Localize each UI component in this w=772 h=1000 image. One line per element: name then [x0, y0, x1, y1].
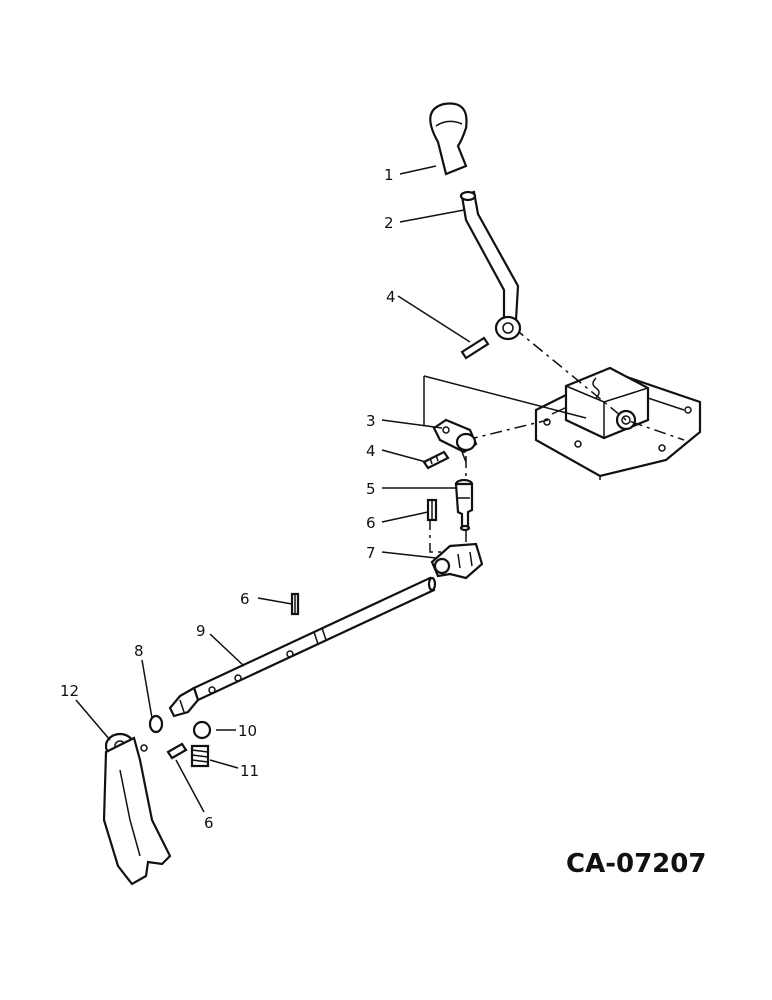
callout-11: 11 [240, 762, 259, 780]
callout-2: 2 [384, 214, 394, 232]
callout-10: 10 [238, 722, 257, 740]
detent-ball [192, 720, 212, 740]
callout-6-middle: 6 [366, 514, 376, 532]
callout-6-upper: 6 [240, 590, 250, 608]
callout-6-lower: 6 [204, 814, 214, 832]
yoke [430, 542, 484, 580]
mounting-surface [423, 375, 601, 480]
assembly-centerline-coupler [465, 419, 549, 441]
detent-spring [190, 744, 210, 768]
drawing-code: CA-07207 [566, 849, 706, 879]
callout-9: 9 [196, 622, 206, 640]
callout-4-lower: 4 [366, 442, 376, 460]
shift-rail [168, 576, 437, 718]
callout-8: 8 [134, 642, 144, 660]
callout-5: 5 [366, 480, 376, 498]
callout-1: 1 [384, 166, 394, 184]
shift-fork [102, 732, 172, 886]
shaft-pin [454, 478, 474, 532]
callout-4-upper: 4 [386, 288, 396, 306]
shifter-housing [534, 366, 702, 478]
callout-labels: 1 2 3 4 4 5 6 6 6 7 8 9 10 11 12 [60, 166, 396, 832]
shift-lever [459, 190, 522, 341]
callout-7: 7 [366, 544, 376, 562]
coupler [432, 418, 478, 463]
pin-upper [460, 336, 490, 360]
roll-pin-lower [166, 742, 188, 760]
pin-lower [422, 450, 450, 470]
washer [148, 714, 164, 734]
assembly-centerline-upper [513, 327, 685, 441]
callout-12: 12 [60, 682, 79, 700]
roll-pin-upper [290, 592, 300, 616]
leader-lines [75, 165, 471, 813]
roll-pin-middle [426, 498, 438, 522]
callout-3: 3 [366, 412, 376, 430]
knob [429, 102, 468, 176]
